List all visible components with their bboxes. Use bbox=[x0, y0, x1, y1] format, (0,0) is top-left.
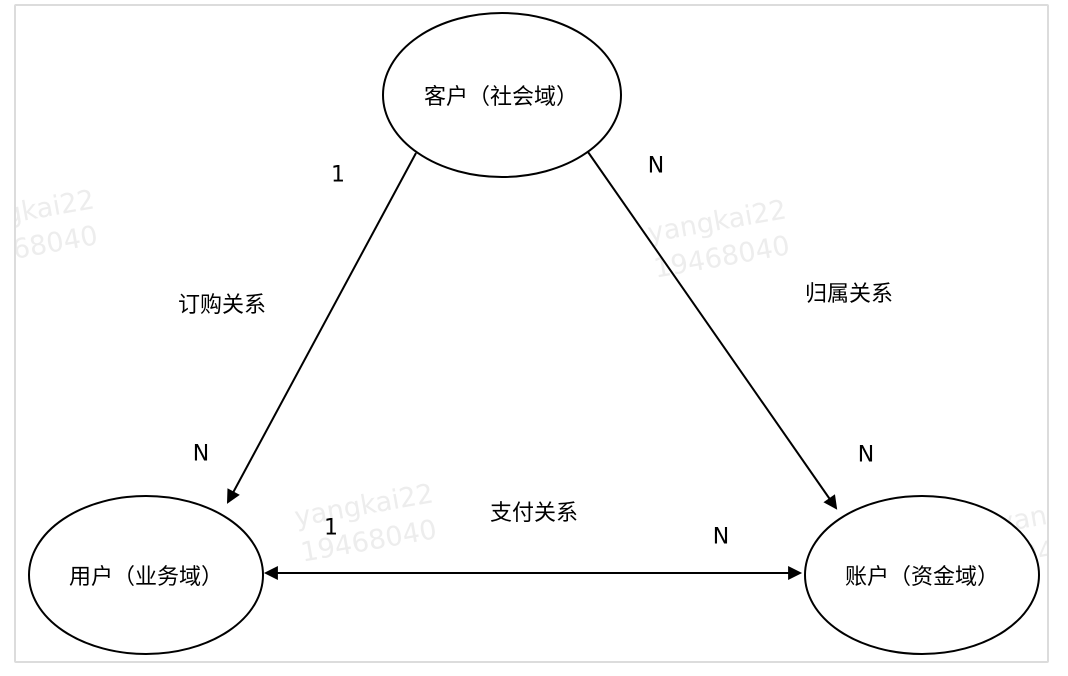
node-account-ellipse bbox=[804, 495, 1040, 655]
edge-belong-target-cardinality: N bbox=[857, 442, 875, 468]
edge-order-source-cardinality: 1 bbox=[331, 162, 345, 188]
node-user-label: 用户（业务域） bbox=[68, 565, 224, 590]
edge-belong-label: 归属关系 bbox=[801, 276, 897, 308]
edge-payment-left-cardinality: 1 bbox=[324, 515, 338, 541]
node-user-ellipse bbox=[28, 495, 264, 655]
edge-order-label: 订购关系 bbox=[174, 287, 270, 319]
node-customer-ellipse bbox=[382, 12, 622, 178]
edge-belong-source-cardinality: N bbox=[647, 153, 665, 179]
edge-payment-label: 支付关系 bbox=[486, 495, 582, 527]
edge-order-line bbox=[227, 152, 417, 504]
edge-payment-right-cardinality: N bbox=[712, 524, 730, 550]
node-customer-label: 客户（社会域） bbox=[423, 85, 579, 110]
node-account-label: 账户（资金域） bbox=[844, 565, 1000, 590]
edge-belong-line bbox=[587, 151, 838, 510]
edge-order-target-cardinality: N bbox=[192, 441, 210, 467]
